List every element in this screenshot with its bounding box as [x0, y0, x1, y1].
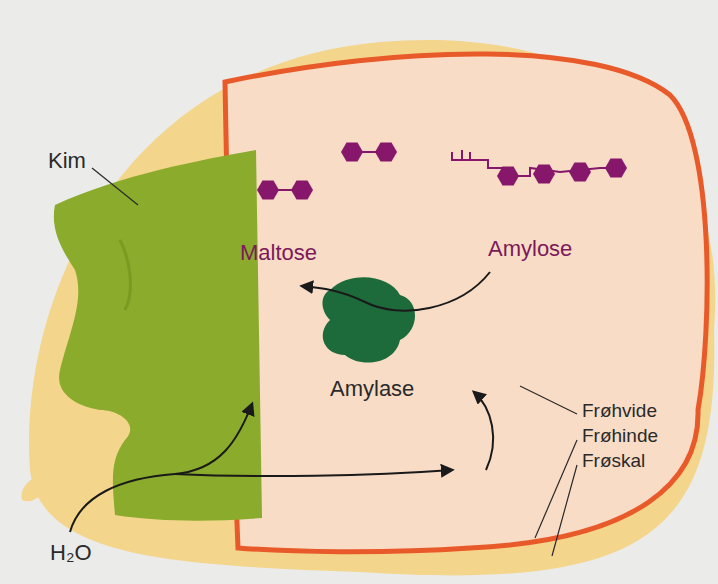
- maltose-molecules: [257, 143, 397, 200]
- molecule-label: Amylose: [488, 236, 572, 262]
- amylose-chain-units: [497, 159, 627, 186]
- part-label: Frøhinde: [582, 425, 658, 447]
- enzyme-label: Amylase: [330, 376, 414, 402]
- embryo-fold: [120, 240, 130, 310]
- molecule-label: H₂O: [50, 540, 92, 566]
- amylase-enzyme: [323, 277, 416, 362]
- part-label: Frøskal: [582, 450, 645, 472]
- water-arrows: [70, 392, 493, 532]
- part-label: Kim: [48, 148, 86, 174]
- part-label: Frøhvide: [582, 400, 657, 422]
- molecule-label: Maltose: [240, 240, 317, 266]
- reaction-arrow: [302, 272, 490, 311]
- leader-lines: [92, 168, 577, 556]
- embryo: [54, 150, 262, 521]
- seed-coat: [29, 40, 715, 575]
- seed-tip: [22, 478, 45, 501]
- endosperm: [225, 54, 707, 552]
